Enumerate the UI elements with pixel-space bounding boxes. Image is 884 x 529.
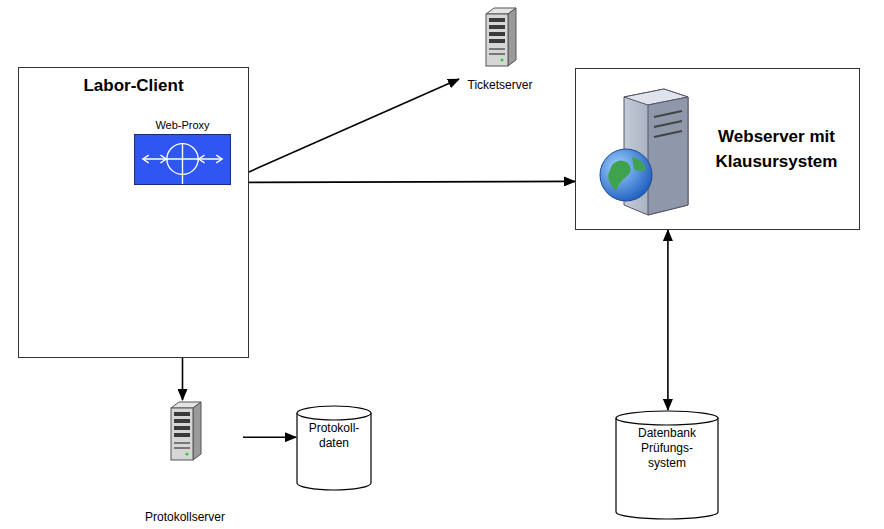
node-label: Protokoll- daten [309,421,360,485]
text-wrap: Datenbank Prüfungs- system [615,426,719,514]
cylinder-top [616,411,718,425]
node-label: Protokollserver [127,510,243,524]
server-icon [482,6,518,68]
node-label: Ticketserver [459,78,541,92]
panel-title: Labor-Client [19,76,248,96]
cylinder-body [297,413,371,490]
server-node: Ticketserver [459,6,541,92]
server-icon [167,400,203,462]
connector-arrow [243,436,296,438]
connector-arrow [231,181,575,182]
webserver-icon [594,87,694,217]
cylinder-body [616,418,718,519]
connector-arrow [231,79,459,180]
panel-node: Labor-ClientWeb-Proxy [18,67,249,358]
text-wrap: Protokoll- daten [296,421,372,485]
connector-arrow [667,230,669,410]
server-node: Protokollserver [127,400,243,524]
proxy-node: Web-Proxy [134,134,231,185]
node-label: Datenbank Prüfungs- system [638,426,696,514]
text-wrap: Webserver mit Klausursystem [694,69,859,229]
node-label: Web-Proxy [125,119,240,131]
proxy-symbol [135,135,230,184]
cyl-node: Protokoll- daten [296,405,372,491]
cyl-node: Datenbank Prüfungs- system [615,410,719,520]
cylinder-top [297,406,371,420]
node-label: Webserver mit Klausursystem [716,124,838,174]
web-node: Webserver mit Klausursystem [575,68,860,230]
